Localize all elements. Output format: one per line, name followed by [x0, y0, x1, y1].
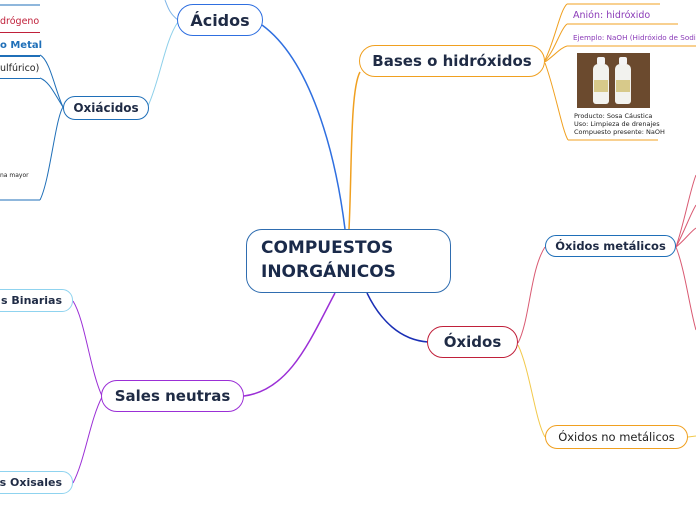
partial-mayor[interactable]: na mayor: [0, 172, 29, 179]
topic-acidos-label: Ácidos: [190, 10, 250, 30]
partial-sulfurico-line: [0, 78, 40, 79]
bases-caption-2: Uso: Limpieza de drenajes: [574, 120, 660, 128]
central-line-2: INORGÁNICOS: [261, 262, 396, 282]
topic-oxidos-metalicos-label: Óxidos metálicos: [555, 239, 666, 253]
bases-caption-1: Producto: Sosa Cáustica: [574, 112, 653, 120]
topic-oxidos-no-metalicos-label: Óxidos no metálicos: [558, 430, 675, 444]
partial-hidrogeno[interactable]: drógeno: [0, 16, 40, 27]
partial-sulfurico[interactable]: ulfúrico): [0, 63, 40, 74]
topic-sales-label: Sales neutras: [114, 387, 231, 405]
partial-hidrogeno-line: [0, 32, 40, 33]
central-topic[interactable]: COMPUESTOS INORGÁNICOS: [246, 229, 451, 293]
topic-oxiacidos-label: Oxiácidos: [73, 101, 139, 115]
topic-oxidos-label: Óxidos: [443, 333, 502, 351]
topic-bases-label: Bases o hidróxidos: [372, 52, 532, 70]
topic-bases[interactable]: Bases o hidróxidos: [359, 45, 545, 77]
topic-sales-oxisales[interactable]: s Oxisales: [0, 471, 73, 494]
sosa-caustica-image: [577, 53, 650, 108]
bases-anion[interactable]: Anión: hidróxido: [573, 10, 651, 21]
topic-acidos[interactable]: Ácidos: [177, 4, 263, 36]
topic-sales-binarias-label: s Binarias: [1, 294, 62, 307]
topic-sales[interactable]: Sales neutras: [101, 380, 244, 412]
central-line-1: COMPUESTOS: [261, 238, 394, 258]
bases-caption-3: Compuesto presente: NaOH: [574, 128, 665, 136]
topic-oxidos-no-metalicos[interactable]: Óxidos no metálicos: [545, 425, 688, 449]
topic-sales-binarias[interactable]: s Binarias: [0, 289, 73, 312]
topic-sales-oxisales-label: s Oxisales: [0, 476, 62, 489]
topic-oxidos[interactable]: Óxidos: [427, 326, 518, 358]
topic-oxidos-metalicos[interactable]: Óxidos metálicos: [545, 235, 676, 257]
partial-metal[interactable]: o Metal: [0, 40, 43, 51]
bases-ejemplo[interactable]: Ejemplo: NaOH (Hidróxido de Sodio): [573, 33, 696, 42]
partial-metal-line: [0, 55, 40, 57]
topic-oxiacidos[interactable]: Oxiácidos: [63, 96, 149, 120]
